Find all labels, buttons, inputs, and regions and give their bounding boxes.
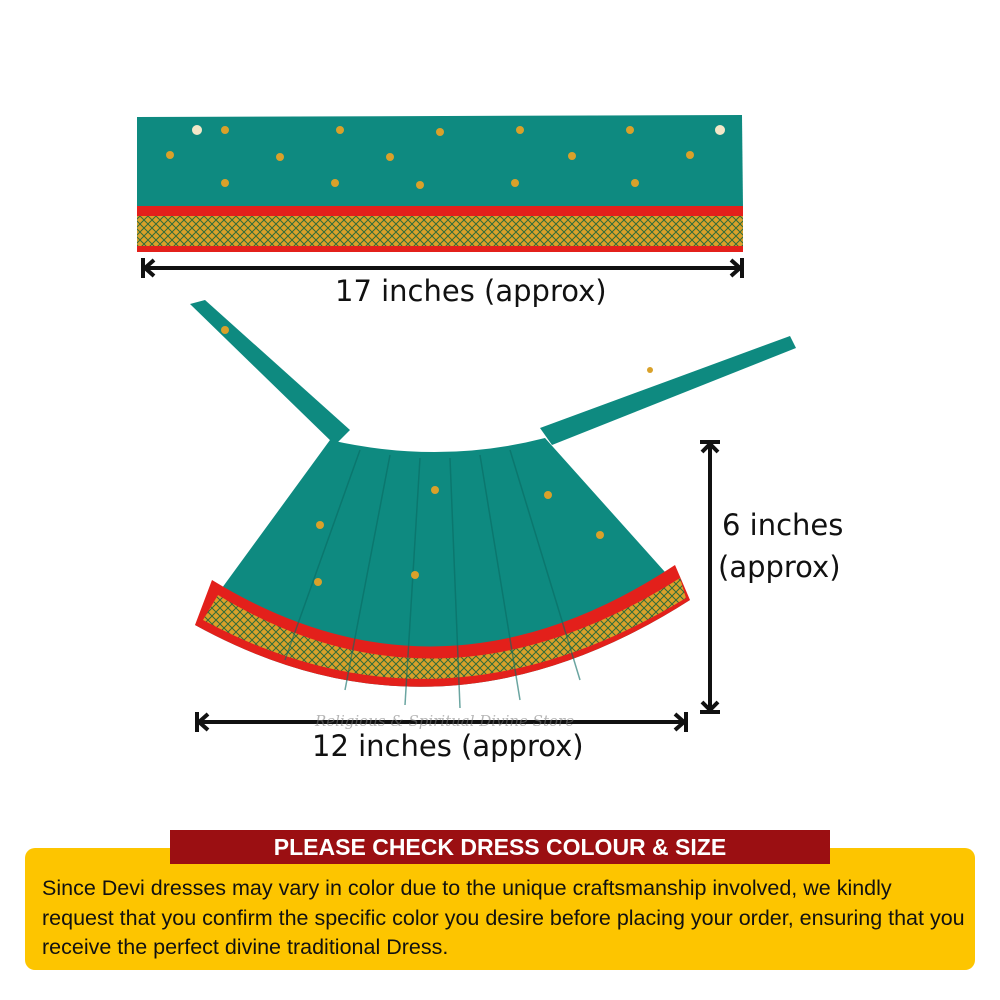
notice-title: PLEASE CHECK DRESS COLOUR & SIZE (170, 830, 830, 864)
blouse-piece (137, 115, 743, 252)
height-arrow-6 (700, 440, 720, 714)
store-watermark: Religious & Spiritual Divine Store (315, 712, 575, 730)
width-arrow-12 (195, 712, 688, 732)
notice-box: Since Devi dresses may vary in color due… (25, 848, 975, 970)
blouse-width-label: 17 inches (approx) (335, 274, 607, 308)
skirt-height-approx-label: (approx) (718, 550, 841, 584)
width-arrow-17 (141, 258, 744, 278)
skirt-piece (190, 300, 796, 709)
skirt-width-label: 12 inches (approx) (312, 729, 584, 763)
notice-body: Since Devi dresses may vary in color due… (42, 876, 965, 959)
skirt-height-label: 6 inches (722, 508, 844, 542)
